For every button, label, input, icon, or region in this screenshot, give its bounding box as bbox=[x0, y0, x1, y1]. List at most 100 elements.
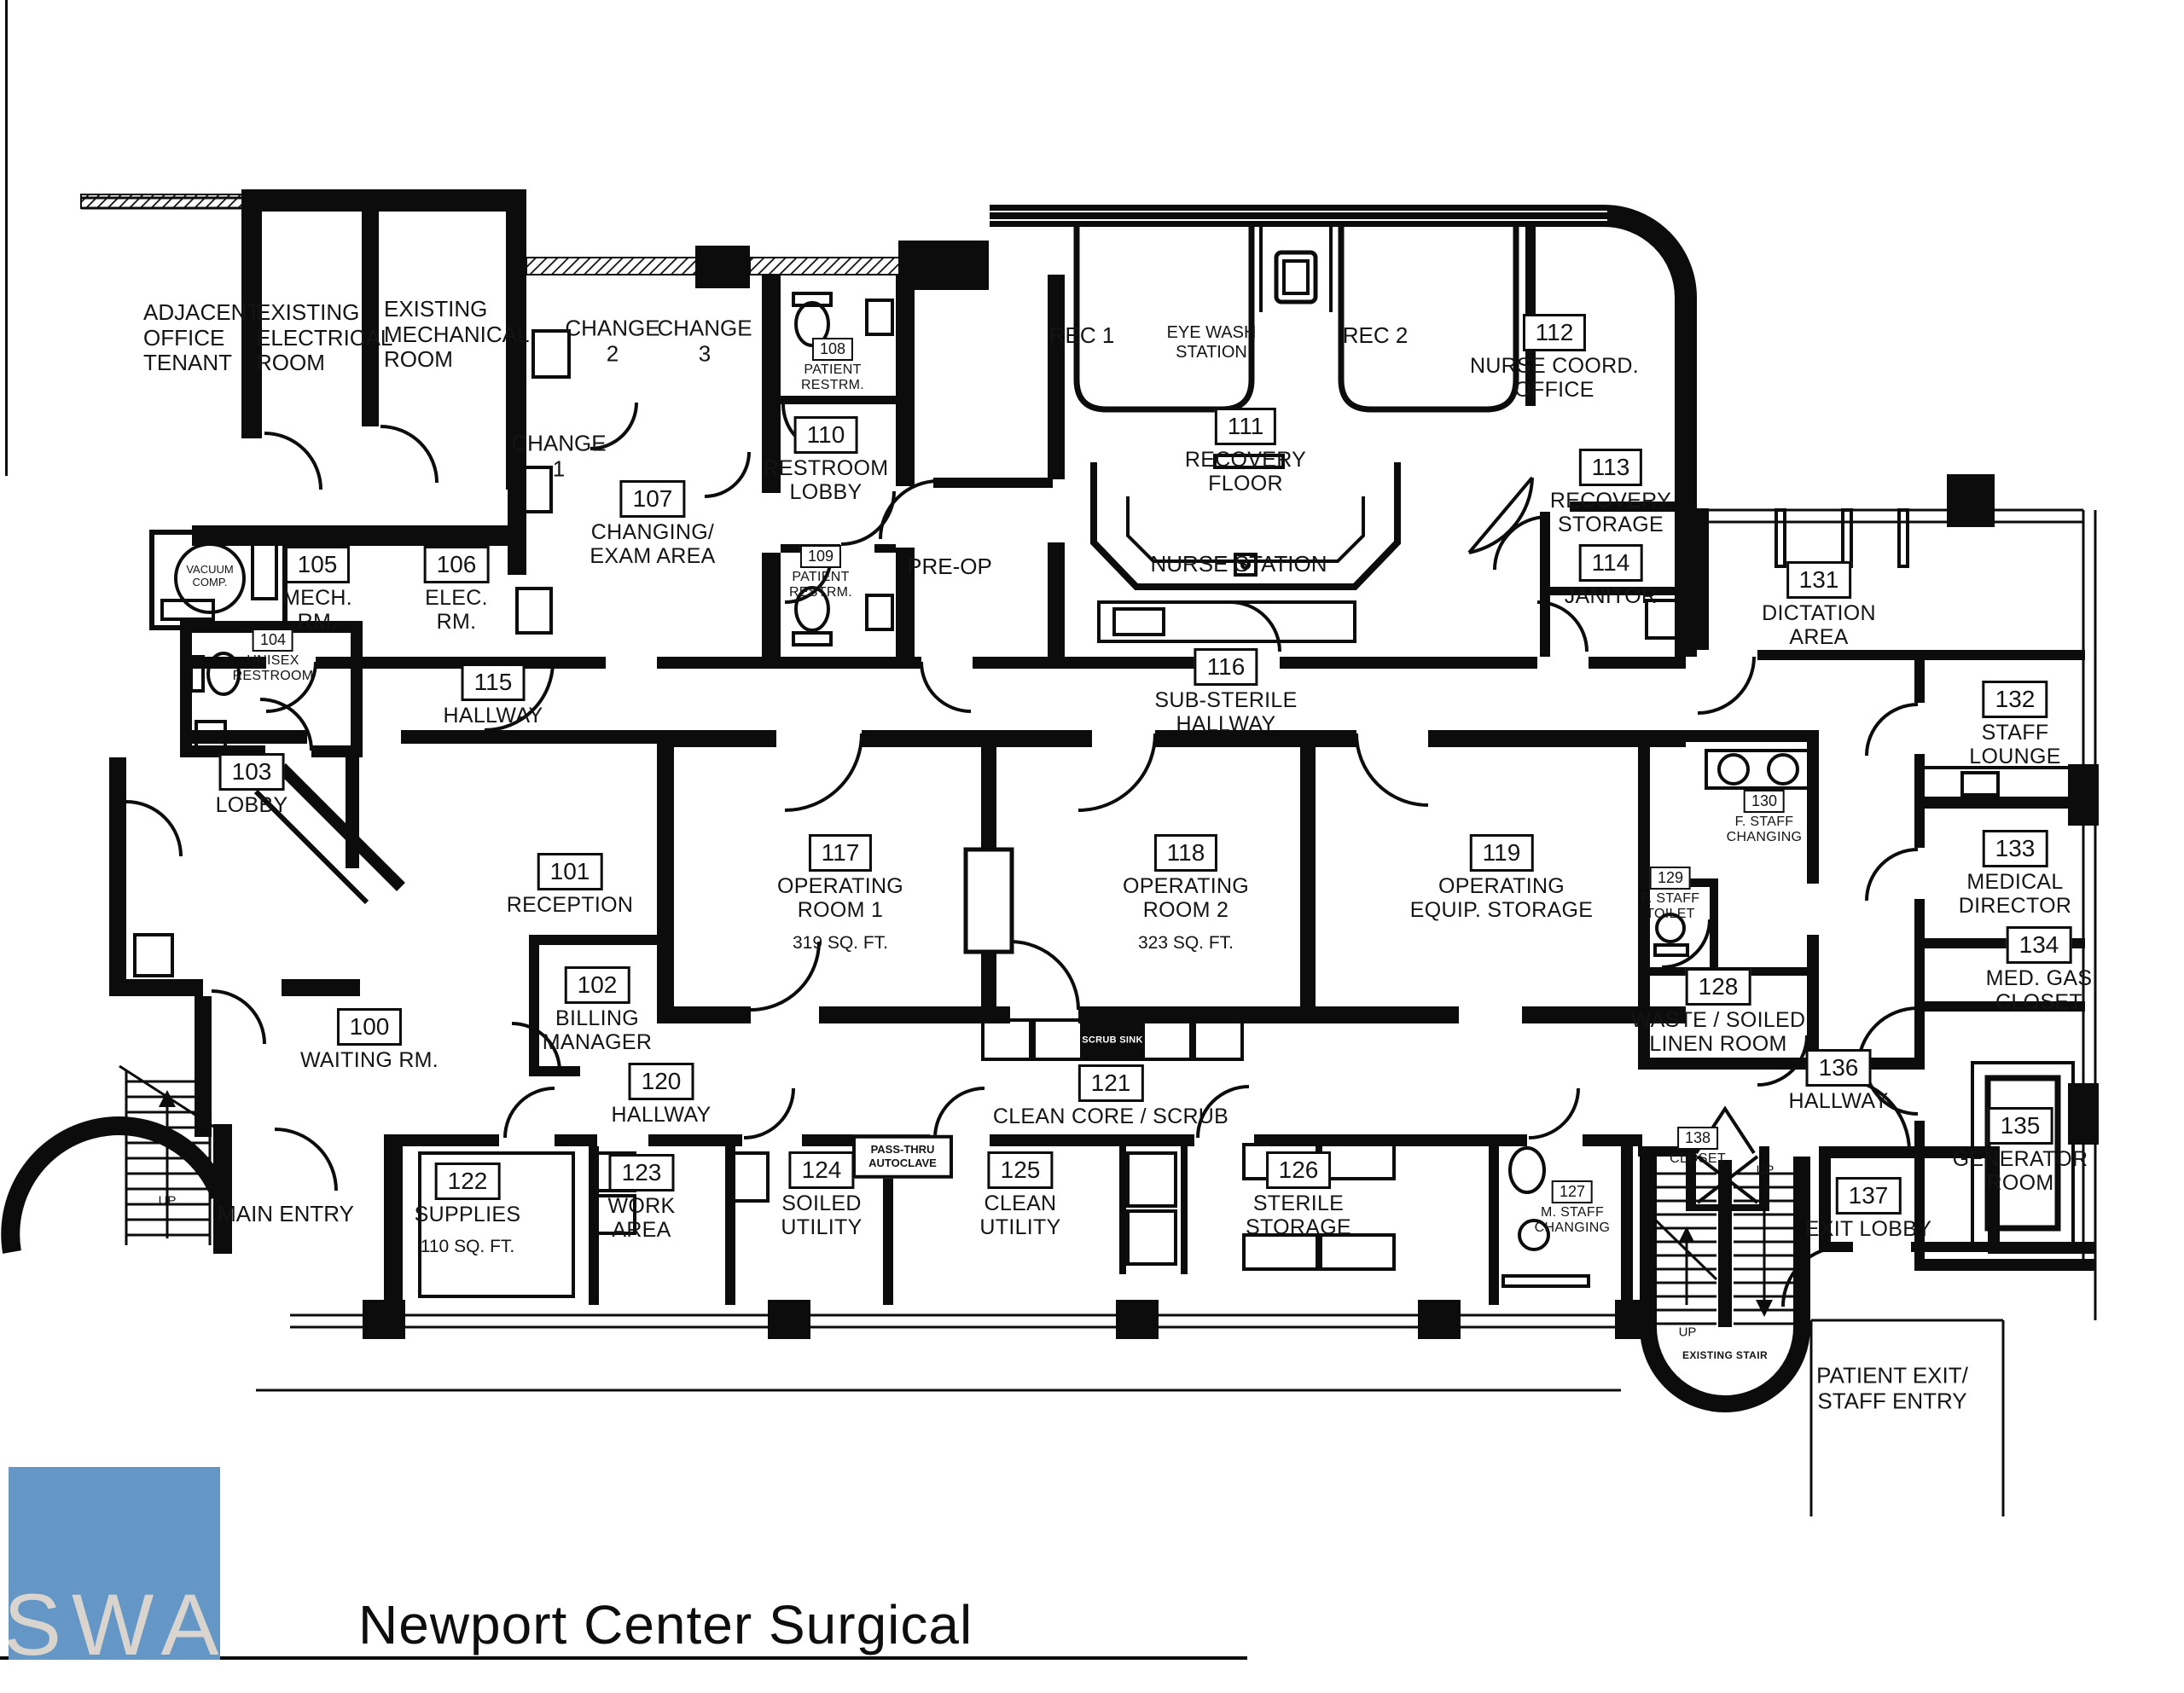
room-number: 106 bbox=[423, 546, 490, 583]
room-number: 119 bbox=[1469, 834, 1534, 872]
wall-strokes bbox=[1, 205, 1810, 1412]
label-rec-1: REC 1 bbox=[1048, 322, 1115, 349]
room-number: 122 bbox=[434, 1162, 501, 1200]
label-existing-stair: EXISTING STAIR bbox=[1682, 1349, 1769, 1362]
room-number: 111 bbox=[1214, 408, 1277, 445]
label-change-3: CHANGE 3 bbox=[657, 315, 752, 366]
label-up-existing-stair-bottom: UP bbox=[1678, 1325, 1697, 1340]
sheet-border-lines bbox=[0, 0, 1247, 1660]
label-up-main-stair: UP bbox=[158, 1193, 177, 1209]
room-area: 319 SQ. FT. bbox=[792, 932, 889, 953]
room-number: 135 bbox=[1987, 1107, 2053, 1145]
label-change-2: CHANGE 2 bbox=[565, 315, 660, 366]
label-rec-2: REC 2 bbox=[1342, 322, 1409, 349]
room-number: 100 bbox=[336, 1008, 403, 1046]
label-eye-wash-station: EYE WASH STATION bbox=[1166, 323, 1257, 362]
room-number: 120 bbox=[628, 1063, 694, 1100]
label-existing-mechanical-room: EXISTING MECHANICAL ROOM bbox=[384, 296, 530, 373]
room-number: 118 bbox=[1153, 834, 1218, 872]
room-number: 103 bbox=[218, 753, 285, 791]
swa-logo: SWA bbox=[9, 1467, 220, 1660]
label-pass-thru-autoclave: PASS-THRU AUTOCLAVE bbox=[852, 1134, 953, 1179]
room-number: 125 bbox=[987, 1151, 1054, 1189]
room-number: 131 bbox=[1786, 561, 1852, 599]
label-change-1: CHANGE 1 bbox=[511, 430, 607, 481]
room-number: 104 bbox=[252, 629, 294, 652]
room-number: 107 bbox=[619, 480, 686, 518]
label-vacuum-comp: VACUUM COMP. bbox=[186, 563, 234, 588]
wall-fills bbox=[109, 189, 2099, 1339]
room-number: 123 bbox=[608, 1154, 675, 1191]
room-number: 109 bbox=[799, 545, 842, 569]
room-number: 133 bbox=[1982, 830, 2048, 867]
room-number: 101 bbox=[537, 853, 603, 890]
room-number: 137 bbox=[1835, 1177, 1902, 1215]
room-number: 108 bbox=[811, 338, 854, 362]
room-number: 117 bbox=[808, 834, 873, 872]
room-number: 113 bbox=[1578, 449, 1643, 486]
room-number: 114 bbox=[1578, 544, 1643, 582]
room-number: 112 bbox=[1522, 314, 1587, 351]
room-area: 323 SQ. FT. bbox=[1137, 932, 1234, 953]
label-up-existing-stair-top: UP bbox=[1756, 1162, 1774, 1178]
room-number: 138 bbox=[1676, 1127, 1719, 1151]
room-number: 116 bbox=[1194, 648, 1258, 686]
sheet-title: Newport Center Surgical bbox=[358, 1594, 973, 1655]
room-area: 110 SQ. FT. bbox=[420, 1237, 515, 1257]
room-number: 134 bbox=[2006, 926, 2072, 964]
room-number: 132 bbox=[1982, 681, 2048, 718]
label-nurse-station: NURSE STATION bbox=[1150, 551, 1327, 577]
room-number: 128 bbox=[1685, 968, 1751, 1006]
room-number: 121 bbox=[1077, 1064, 1144, 1102]
room-number: 129 bbox=[1649, 867, 1692, 890]
label-main-entry: MAIN ENTRY bbox=[218, 1201, 354, 1227]
room-number: 102 bbox=[564, 966, 630, 1004]
label-adjacent-office-tenant: ADJACENT OFFICE TENANT bbox=[143, 299, 261, 376]
label-existing-electrical-room: EXISTING ELECTRICAL ROOM bbox=[256, 299, 393, 376]
room-number: 136 bbox=[1805, 1049, 1872, 1087]
fixtures bbox=[133, 227, 2083, 1298]
room-number: 124 bbox=[788, 1151, 855, 1189]
room-number: 126 bbox=[1265, 1151, 1332, 1189]
label-pre-op: PRE-OP bbox=[907, 554, 992, 580]
room-number: 127 bbox=[1551, 1180, 1594, 1204]
swa-logo-text: SWA bbox=[9, 1576, 220, 1660]
